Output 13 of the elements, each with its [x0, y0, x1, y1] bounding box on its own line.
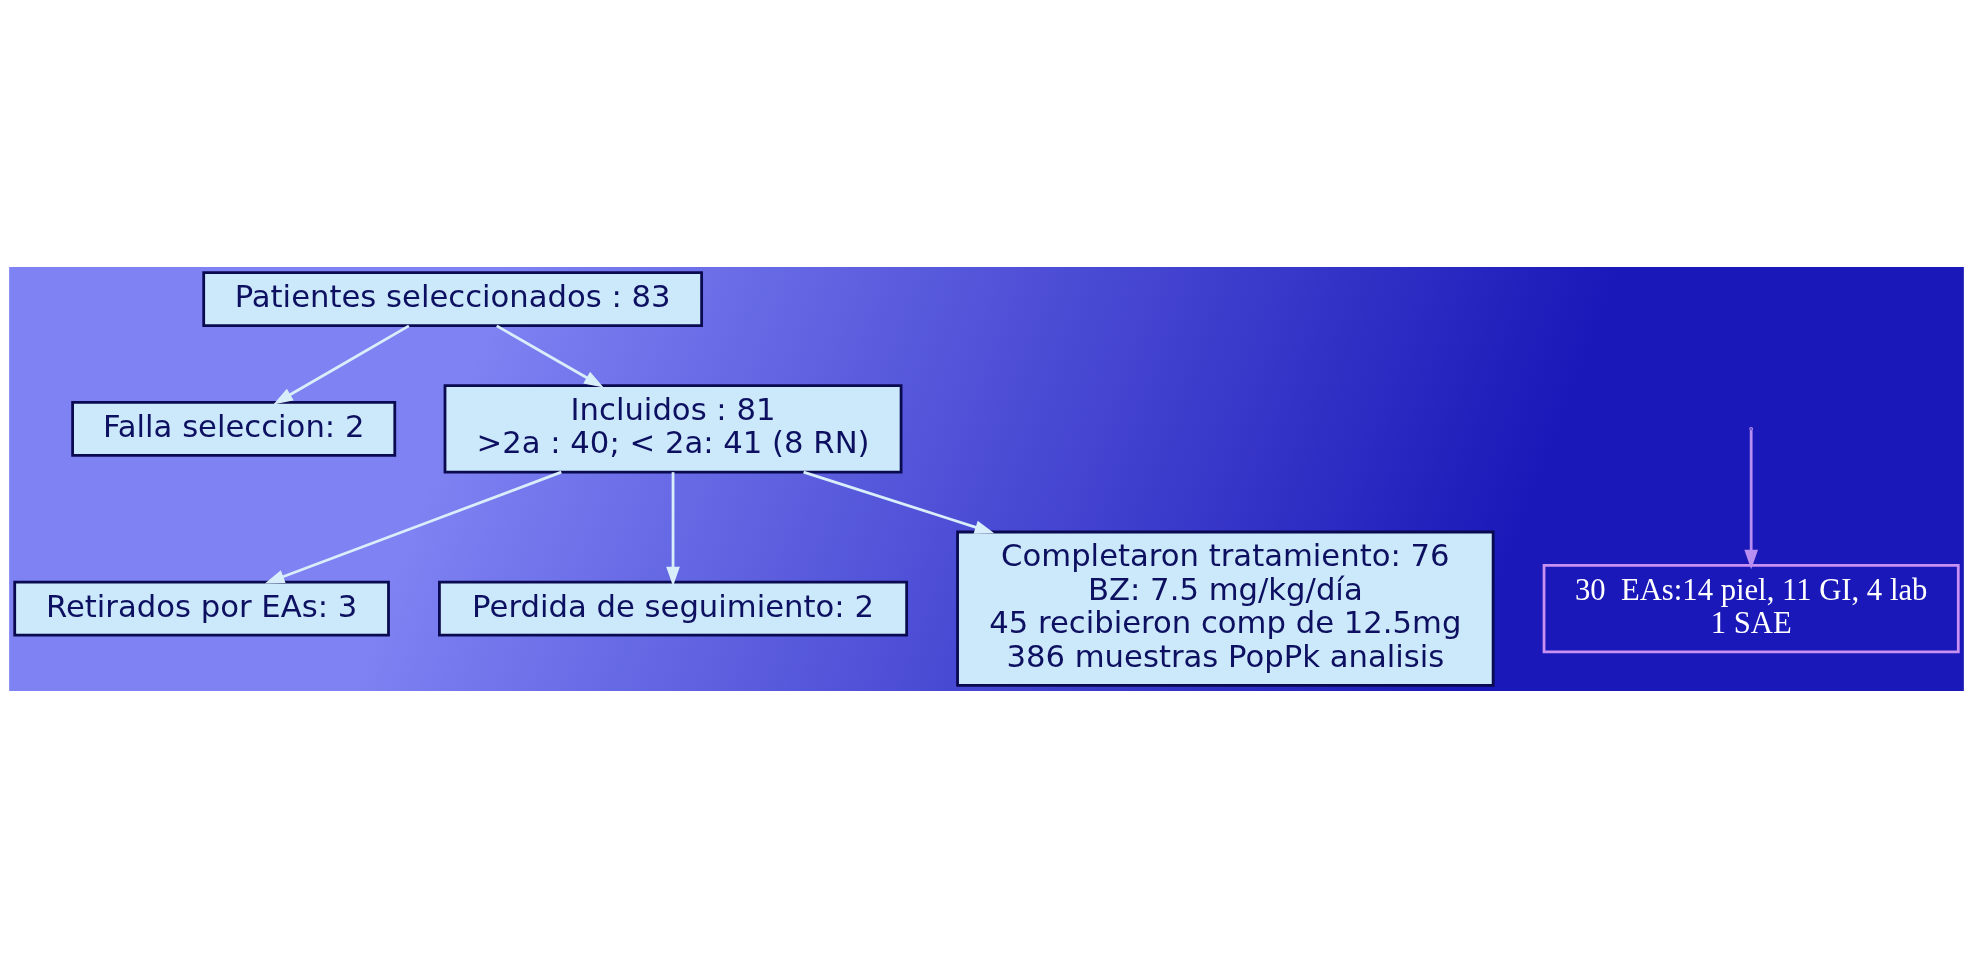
arrow [273, 324, 410, 405]
node-box: Completaron tratamiento: 76 BZ: 7.5 mg/kg/día 45 recibieron comp de 12.5mg 386 muestras PopPk analisis [956, 530, 1495, 687]
node-box: 30 EAs:14 piel, 11 GI, 4 lab 1 SAE [1542, 564, 1960, 654]
arrow [496, 324, 604, 388]
node-box: Incluidos : 81 >2a : 40; < 2a: 41 (8 RN) [443, 384, 903, 474]
node-box: Falla seleccion: 2 [71, 400, 397, 457]
arrow [1744, 430, 1758, 570]
node-box: Patientes seleccionados : 83 [202, 271, 703, 327]
node-box: Perdida de seguimiento: 2 [438, 580, 909, 637]
node-box: Retirados por EAs: 3 [13, 580, 390, 637]
arrow [264, 470, 562, 584]
arrow [803, 470, 995, 534]
arrow [666, 472, 680, 587]
